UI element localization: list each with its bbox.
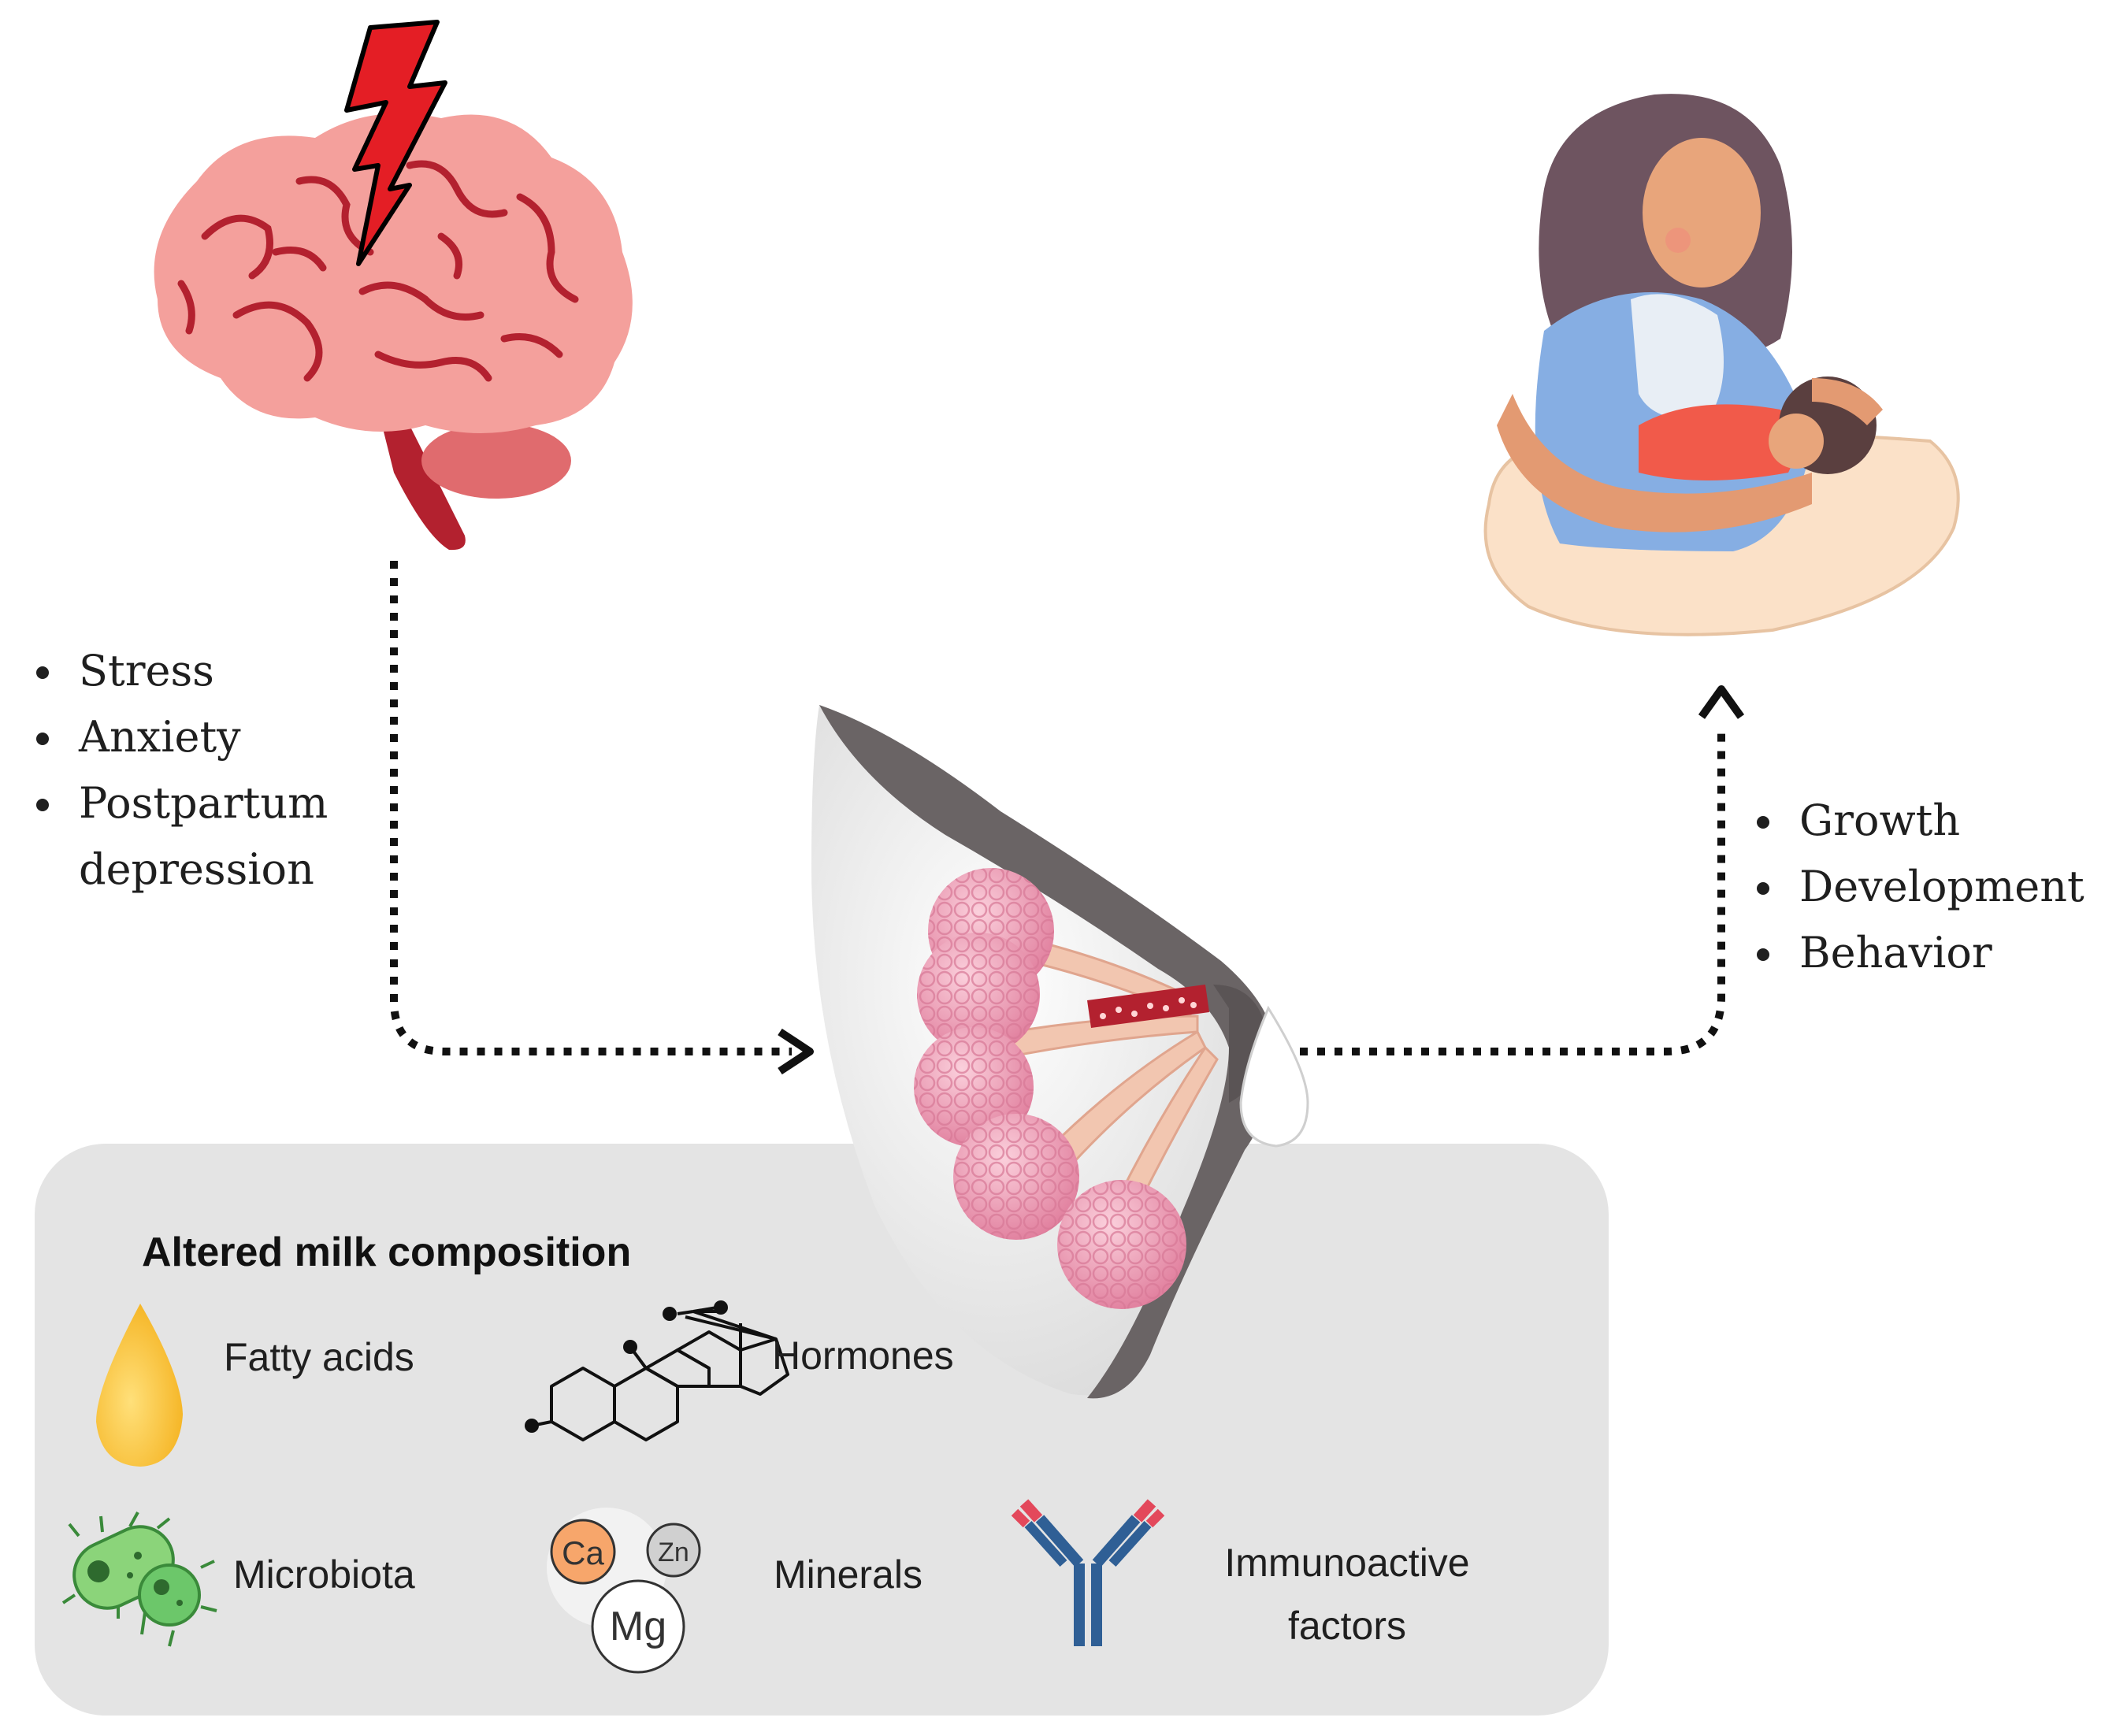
stress-factors-list: Stress Anxiety Postpartum depression [33,638,395,903]
arrow-head-right [778,1028,814,1075]
mineral-ca: Ca [562,1534,604,1571]
mineral-mg: Mg [610,1604,666,1649]
label-immunoactive-factors: Immunoactive factors [1224,1541,1470,1648]
antibody-icon [1011,1499,1165,1646]
mineral-zn: Zn [658,1538,689,1567]
label-microbiota: Microbiota [233,1552,415,1597]
factor-postpartum-depression: Postpartum depression [33,770,395,903]
label-minerals: Minerals [774,1552,923,1597]
outcome-development: Development [1754,854,2116,920]
arrow-head-up [1698,685,1745,719]
brain-icon [154,113,633,551]
alveoli-clusters [914,868,1186,1309]
panel-title: Altered milk composition [142,1230,632,1275]
factor-stress: Stress [33,638,395,704]
outcome-behavior: Behavior [1754,920,2116,986]
outcome-growth: Growth [1754,788,2116,854]
label-hormones: Hormones [772,1334,954,1378]
arrow-brain-to-breast [390,561,792,1055]
hormone-molecule-icon [531,1306,789,1441]
minerals-icon: Ca Zn Mg [547,1508,701,1674]
milk-composition-panel [35,1144,1609,1716]
milk-drop-icon [1239,1005,1309,1148]
breast-cross-section-icon [811,705,1309,1399]
arrow-breast-to-mother [1300,729,1725,1055]
label-fatty-acids: Fatty acids [224,1335,414,1379]
fatty-acid-drop-icon [96,1304,183,1467]
infant-outcomes-list: Growth Development Behavior [1754,788,2116,986]
factor-anxiety: Anxiety [33,704,395,770]
mother-breastfeeding-icon [1483,94,1960,636]
hormone-molecule-atoms [525,1300,728,1433]
lightning-icon [344,20,447,266]
bacteria-icon [61,1512,217,1647]
